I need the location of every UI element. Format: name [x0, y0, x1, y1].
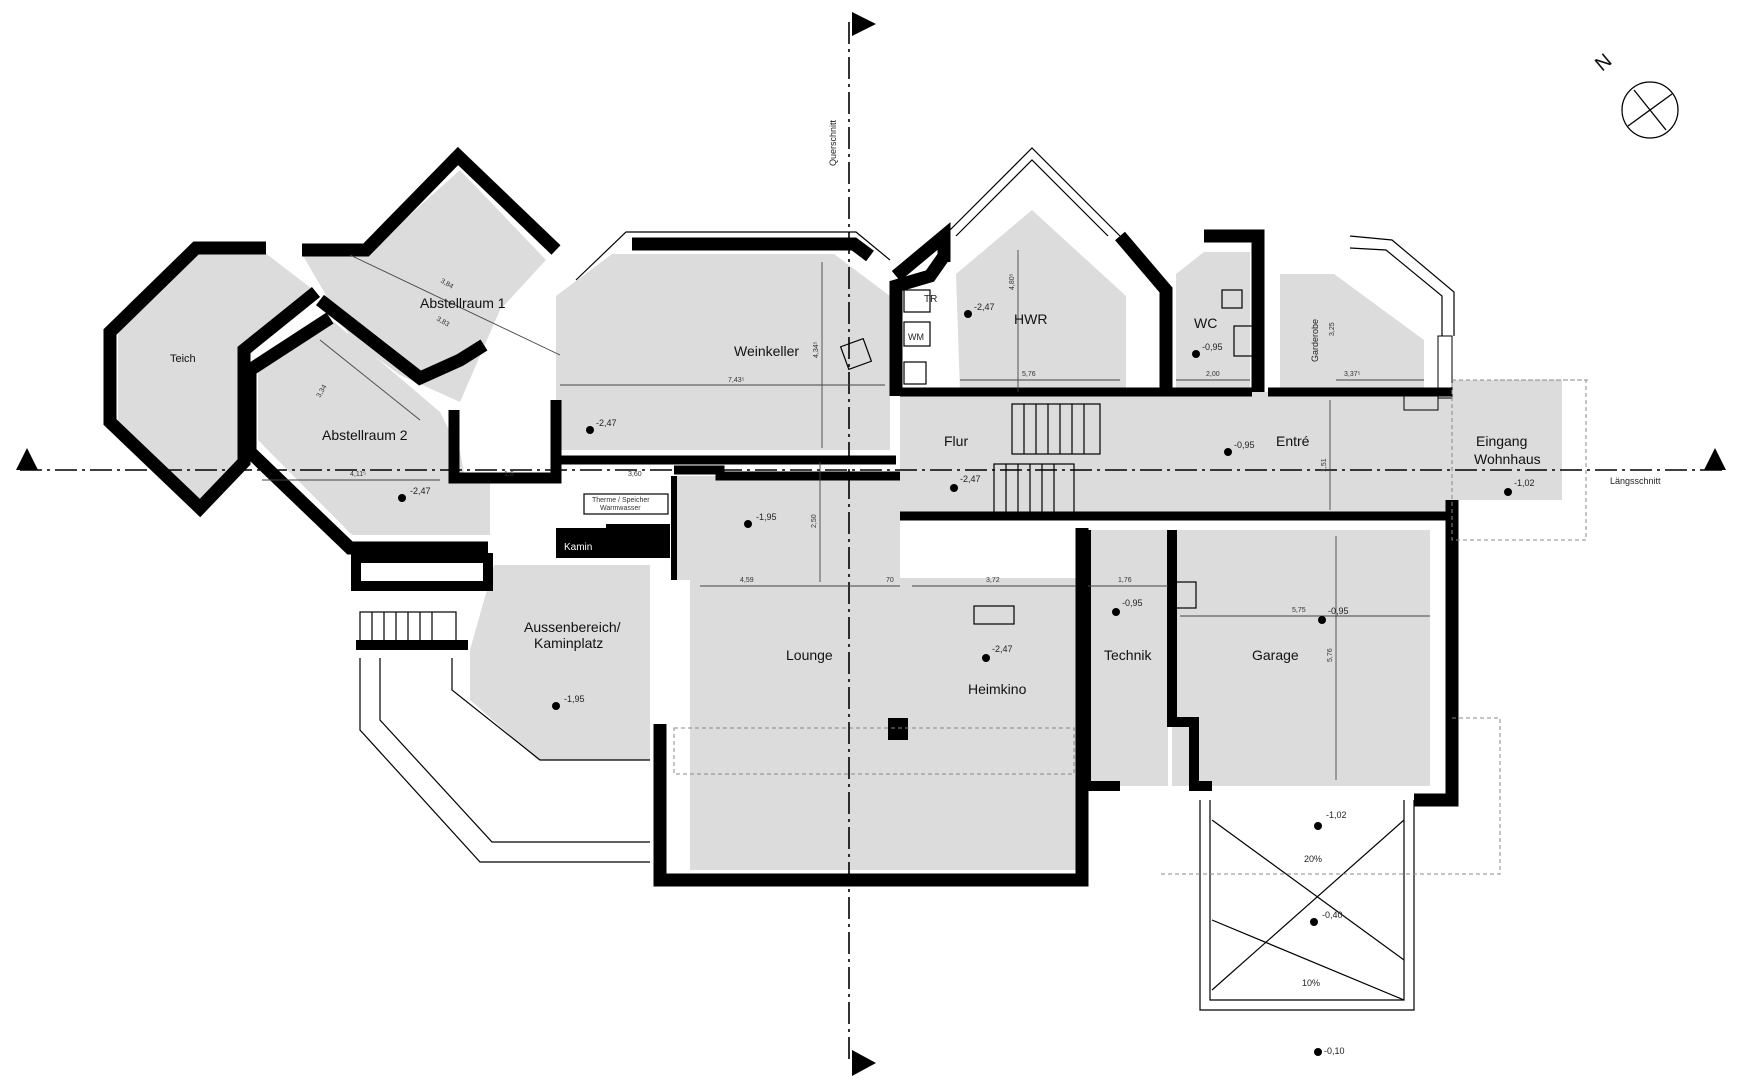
cross-section-label: Querschnitt: [828, 119, 838, 166]
room-aussenbereich: [470, 565, 650, 760]
section-marker-bottom: [852, 1050, 876, 1076]
dim-1-51: 1,51: [1321, 458, 1328, 472]
label-warmwasser: Warmwasser: [600, 505, 641, 512]
level-flur: -2,47: [960, 474, 981, 484]
dim-5-76-hwr: 5,76: [1022, 371, 1036, 378]
level-wc: -0,95: [1202, 342, 1223, 352]
level-weinkeller: -2,47: [596, 418, 617, 428]
label-lounge: Lounge: [786, 647, 833, 663]
label-tr: TR: [924, 294, 937, 305]
label-eingang: Eingang: [1476, 433, 1527, 449]
room-teich: [118, 252, 316, 500]
section-marker-top: [852, 12, 876, 36]
room-lounge: [674, 476, 912, 870]
room-garderobe: [1280, 274, 1424, 392]
dim-5-75: 5,75: [1292, 607, 1306, 614]
dim-4-34: 4,34⁵: [813, 341, 820, 358]
ramp-slope-upper: 20%: [1304, 854, 1322, 864]
dim-3-72: 3,72: [986, 577, 1000, 584]
dimension-lines: [262, 250, 1430, 780]
level-eingang: -1,02: [1514, 478, 1535, 488]
room-technik: [1086, 530, 1168, 786]
long-section-label: Längsschnitt: [1610, 476, 1661, 486]
label-flur: Flur: [944, 433, 968, 449]
label-weinkeller: Weinkeller: [734, 343, 799, 359]
dim-7-43: 7,43⁵: [728, 377, 745, 384]
level-heimkino: -2,47: [992, 644, 1013, 654]
dim-1-6: 1,6: [504, 471, 514, 478]
label-aussenbereich: Aussenbereich/: [524, 619, 621, 635]
north-label: N: [1591, 50, 1616, 76]
dim-4-59: 4,59: [740, 577, 754, 584]
label-kaminplatz: Kaminplatz: [534, 635, 603, 651]
label-kamin: Kamin: [564, 542, 592, 553]
room-eingang: [1452, 380, 1562, 500]
dim-3-37: 3,37⁵: [1344, 371, 1361, 378]
label-abstellraum-2: Abstellraum 2: [322, 427, 408, 443]
ramp-slope-lower: 10%: [1302, 978, 1320, 988]
label-technik: Technik: [1104, 647, 1152, 663]
room-abstellraum-2: [258, 322, 490, 535]
level-abstellraum-2: -2,47: [410, 486, 431, 496]
label-abstellraum-1: Abstellraum 1: [420, 295, 506, 311]
level-aussenbereich: -1,95: [564, 694, 585, 704]
level-lounge: -1,95: [756, 512, 777, 522]
label-wohnhaus: Wohnhaus: [1474, 451, 1541, 467]
room-garage: [1172, 530, 1430, 786]
stairs: [356, 403, 1101, 650]
dim-2-00: 2,00: [1206, 371, 1220, 378]
label-garderobe: Garderobe: [1310, 319, 1320, 362]
level-ramp-upper: -1,02: [1326, 810, 1347, 820]
window-outlines: [359, 147, 1455, 1011]
compass-icon: [1621, 81, 1679, 139]
level-markers: [398, 310, 1512, 1056]
label-wm: WM: [908, 332, 924, 342]
dim-3-60: 3,60: [628, 471, 642, 478]
level-garage: -0,95: [1328, 606, 1349, 616]
label-wc: WC: [1194, 315, 1217, 331]
label-entre: Entré: [1276, 433, 1310, 449]
room-abstellraum-1: [302, 170, 546, 402]
level-ramp-middle: -0,40: [1322, 910, 1343, 920]
dim-70: 70: [886, 577, 894, 584]
dashed-features: [673, 379, 1590, 875]
label-hwr: HWR: [1014, 311, 1047, 327]
room-weinkeller: [556, 254, 890, 450]
level-ramp-lower: -0,10: [1324, 1046, 1345, 1056]
label-therme: Therme / Speicher: [592, 497, 650, 504]
label-heimkino: Heimkino: [968, 681, 1027, 697]
dim-4-80: 4,80⁵: [1009, 273, 1016, 290]
label-garage: Garage: [1252, 647, 1299, 663]
section-marker-left: [16, 448, 38, 470]
level-entre: -0,95: [1234, 440, 1255, 450]
label-teich: Teich: [170, 353, 196, 365]
level-technik: -0,95: [1122, 598, 1143, 608]
dim-2-50: 2,50: [811, 514, 818, 528]
dim-1-76: 1,76: [1118, 577, 1132, 584]
room-heimkino: [912, 578, 1076, 870]
dim-5-76-garage: 5,76: [1327, 648, 1334, 662]
section-marker-right: [1704, 448, 1726, 470]
dim-3-25: 3,25: [1329, 322, 1336, 336]
level-hwr: -2,47: [974, 302, 995, 312]
room-hwr: [956, 210, 1126, 392]
fixtures: [583, 289, 1257, 625]
room-flur-entre: [900, 392, 1452, 514]
dim-4-11: 4,11⁵: [350, 471, 366, 478]
